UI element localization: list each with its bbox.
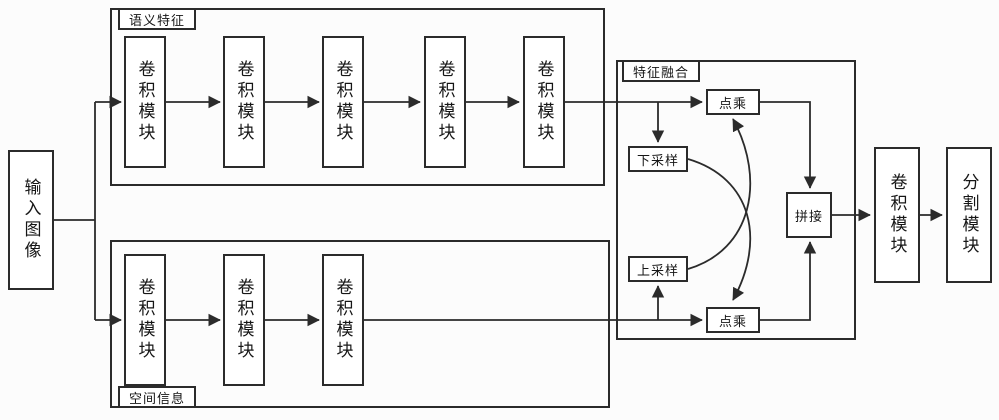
conv-module-box: 卷积模块 xyxy=(124,254,166,386)
feature-fusion-label: 特征融合 xyxy=(622,60,700,82)
upsample-box: 上采样 xyxy=(628,256,688,282)
conv-module-box: 卷积模块 xyxy=(322,36,364,168)
curve-upsample-to-dot-top xyxy=(687,118,752,270)
wire-dot-top-to-concat xyxy=(760,101,817,189)
dot-multiply-bottom-box: 点乘 xyxy=(706,307,760,333)
output-conv-module-box: 卷积模块 xyxy=(874,147,920,283)
segmentation-module-box: 分割模块 xyxy=(946,147,992,283)
conv-module-box: 卷积模块 xyxy=(322,254,364,386)
dot-multiply-top-box: 点乘 xyxy=(706,89,760,115)
conv-module-box: 卷积模块 xyxy=(523,36,565,168)
feature-fusion-container xyxy=(616,60,856,340)
curve-downsample-to-dot-bottom xyxy=(687,158,752,301)
input-image-box: 输入图像 xyxy=(8,150,54,290)
conv-module-box: 卷积模块 xyxy=(124,36,166,168)
wire-dot-bottom-to-concat xyxy=(760,241,817,321)
concat-box: 拼接 xyxy=(786,192,832,238)
conv-module-box: 卷积模块 xyxy=(424,36,466,168)
spatial-branch-label: 空间信息 xyxy=(118,386,196,408)
conv-module-box: 卷积模块 xyxy=(223,36,265,168)
conv-module-box: 卷积模块 xyxy=(223,254,265,386)
semantic-branch-label: 语义特征 xyxy=(118,8,196,30)
downsample-box: 下采样 xyxy=(628,146,688,172)
